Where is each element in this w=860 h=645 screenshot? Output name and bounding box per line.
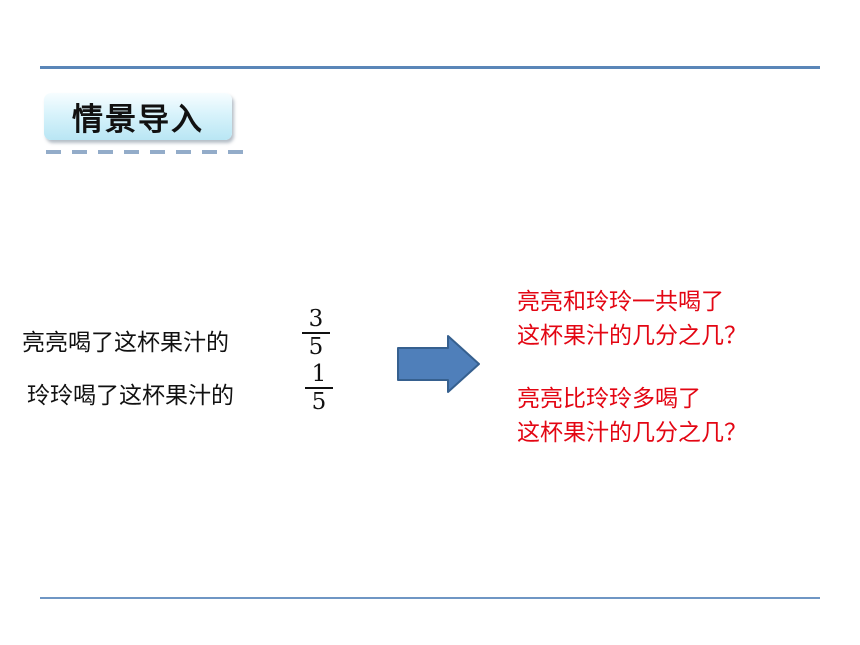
fraction-denominator: 5	[311, 389, 327, 415]
fraction-numerator: 1	[311, 361, 327, 387]
fraction-bar	[302, 332, 330, 334]
question-total-line1: 亮亮和玲玲一共喝了	[517, 289, 724, 315]
fraction-denominator: 5	[308, 334, 324, 360]
right-arrow-icon	[397, 335, 480, 393]
question-difference-line1: 亮亮比玲玲多喝了	[517, 386, 701, 412]
liangliang-fraction: 3 5	[302, 307, 330, 359]
question-difference: 亮亮比玲玲多喝了 这杯果汁的几分之几？	[517, 382, 747, 450]
fraction-numerator: 3	[308, 306, 324, 332]
top-divider	[40, 66, 820, 69]
bottom-divider	[40, 597, 820, 599]
section-title-badge: 情景导入	[44, 93, 232, 140]
section-title: 情景导入	[72, 102, 204, 138]
question-total-line2: 这杯果汁的几分之几？	[517, 323, 747, 349]
lingling-fraction: 1 5	[305, 362, 333, 414]
question-total: 亮亮和玲玲一共喝了 这杯果汁的几分之几？	[517, 285, 747, 353]
title-underline-dashes	[46, 150, 243, 154]
fraction-bar	[305, 387, 333, 389]
lingling-statement: 玲玲喝了这杯果汁的	[27, 383, 234, 409]
liangliang-statement: 亮亮喝了这杯果汁的	[22, 330, 229, 356]
question-difference-line2: 这杯果汁的几分之几？	[517, 420, 747, 446]
